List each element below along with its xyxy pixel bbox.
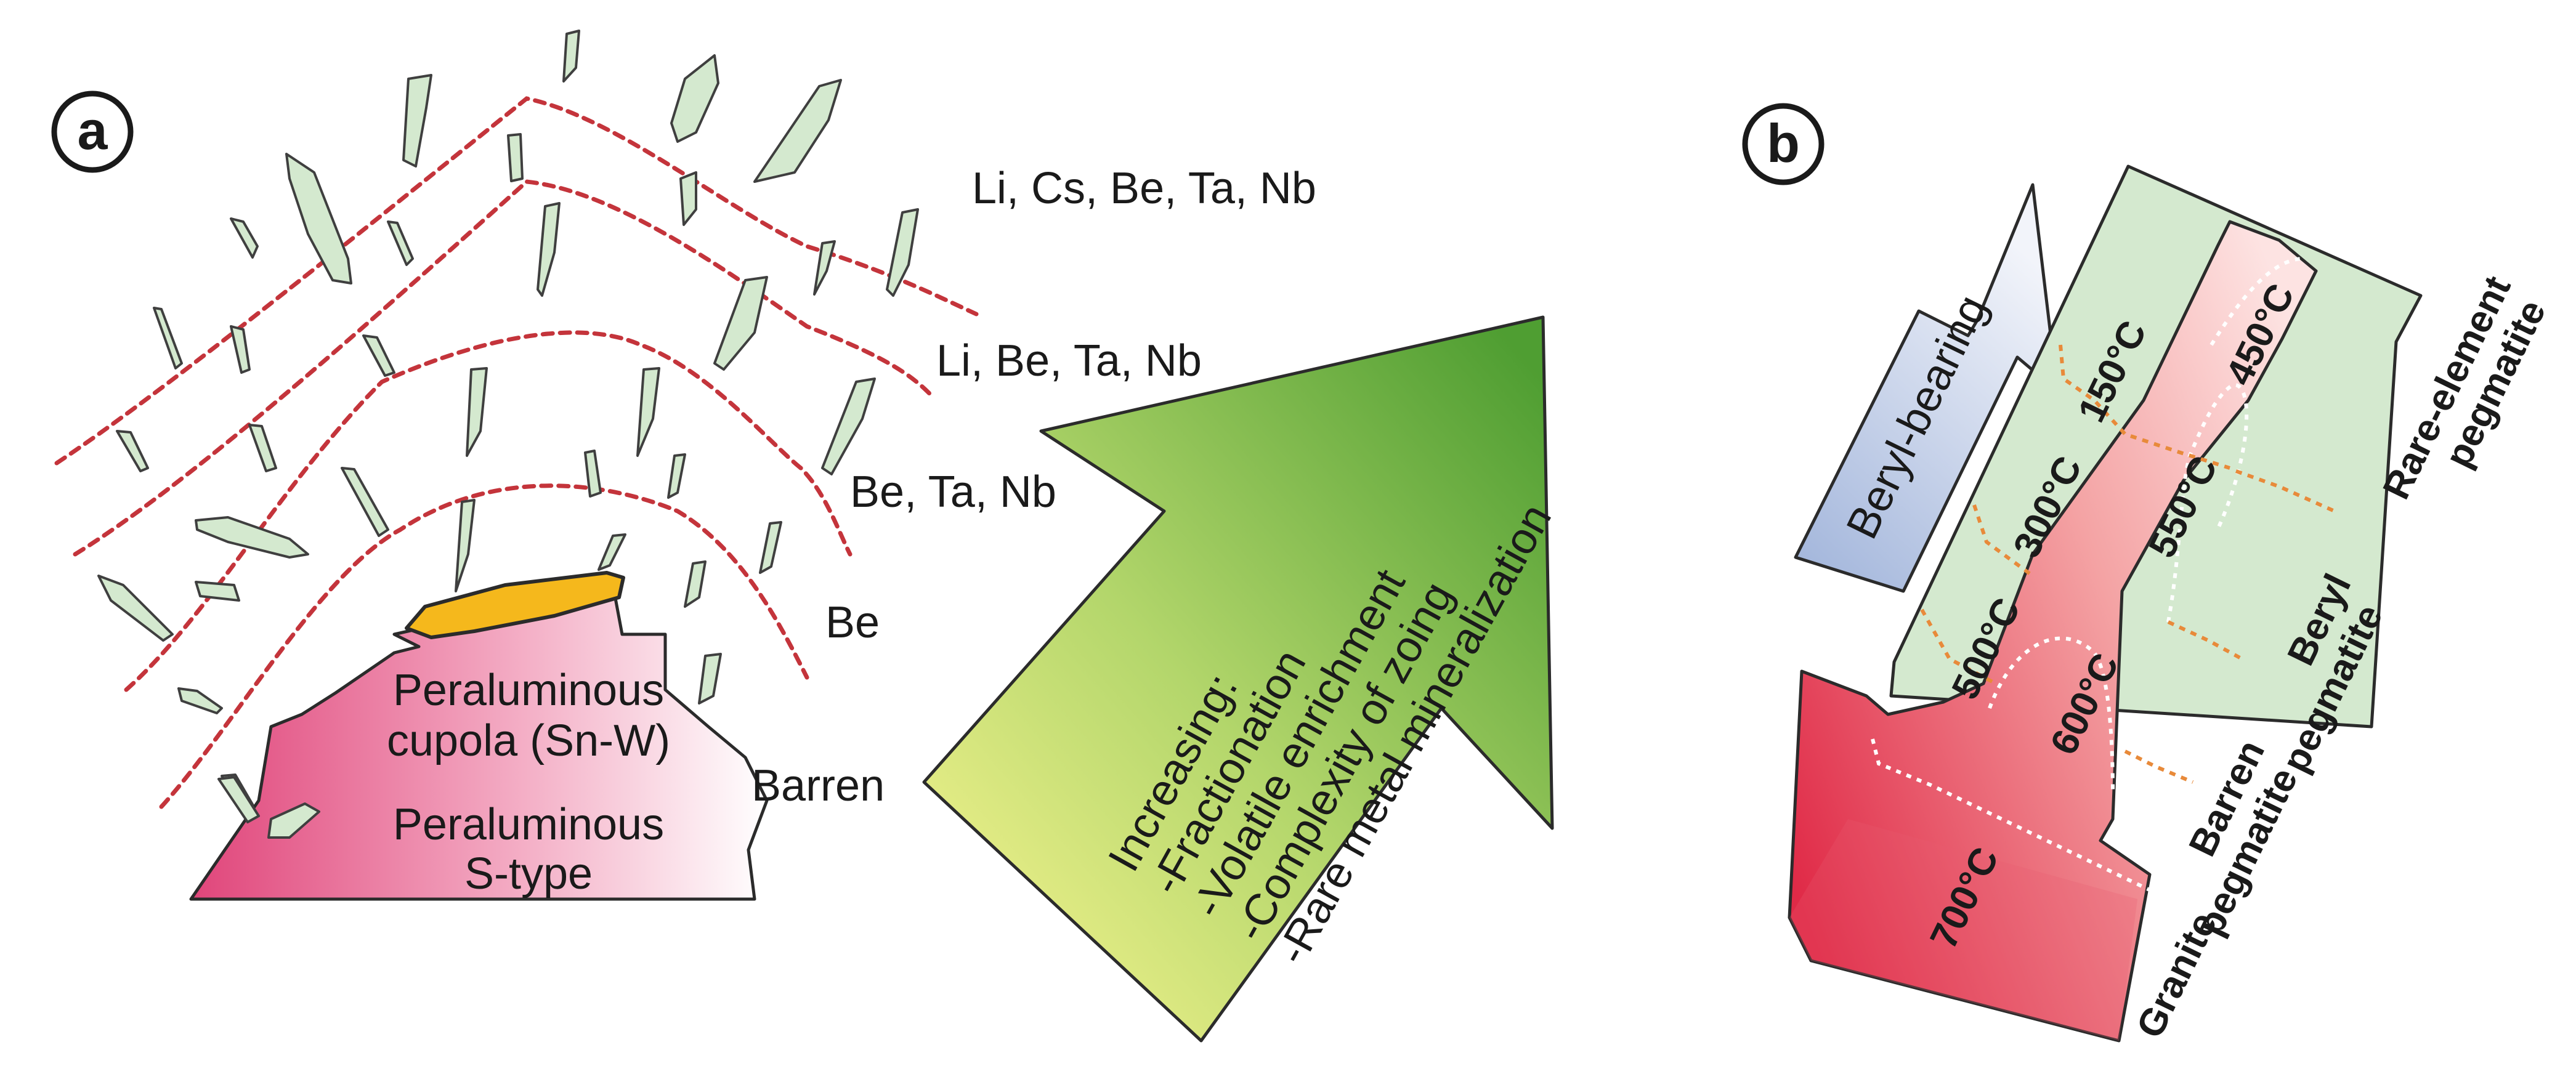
pluton-label-line2: S-type: [464, 849, 593, 898]
dike: [455, 499, 476, 592]
dike: [217, 776, 260, 823]
badge-circle: [1742, 103, 1825, 185]
trend-arrow-shape: [922, 315, 1554, 1043]
panel-a-badge: a: [51, 91, 134, 173]
badge-letter: a: [78, 100, 108, 161]
isotherm-line: [1972, 504, 2034, 578]
dike: [402, 74, 432, 168]
dike: [97, 575, 174, 642]
zone-labels: Li, Cs, Be, Ta, Nb Li, Be, Ta, Nb Be, Ta…: [751, 164, 1316, 810]
dike: [153, 307, 183, 369]
dike: [177, 687, 223, 714]
panel-b: b Beryl-bearing 150°C 300°C: [1742, 103, 2554, 1044]
granite-zone: [1788, 220, 2318, 1043]
dike: [886, 208, 919, 297]
dike: [713, 276, 768, 371]
dike: [698, 653, 722, 705]
dike: [759, 521, 782, 574]
dike: [670, 54, 719, 143]
dike: [362, 334, 395, 377]
dike: [341, 467, 389, 537]
dike: [195, 581, 240, 602]
cupola-label-line2: cupola (Sn-W): [387, 716, 670, 765]
isotherm-line: [1920, 608, 1997, 685]
dike: [507, 133, 524, 182]
isotherm-line: [2059, 344, 2230, 470]
dike: [116, 430, 149, 472]
isotherm-line: [2167, 620, 2243, 661]
zone-block: [1788, 164, 2423, 1043]
pluton-labels: Peraluminous cupola (Sn-W) Peraluminous …: [387, 666, 670, 898]
zone-label-outer: Li, Cs, Be, Ta, Nb: [972, 164, 1316, 213]
isotherm-line: [2124, 749, 2194, 784]
isotherm-line: [2235, 469, 2336, 513]
dike: [248, 424, 277, 472]
beryl-bearing-arrow-shape: [1794, 183, 2059, 593]
isotherm-line: [2166, 382, 2249, 623]
dike: [813, 240, 836, 296]
dike: [230, 325, 251, 374]
cupola-label-line1: Peraluminous: [393, 666, 664, 715]
dike: [667, 453, 686, 499]
zone-label-second: Li, Be, Ta, Nb: [936, 336, 1202, 386]
dike: [753, 79, 842, 183]
second-zone-boundary: [73, 179, 933, 557]
s-type-pluton: [189, 583, 769, 901]
dike: [267, 802, 320, 839]
dike: [636, 367, 660, 457]
badge-letter: b: [1767, 113, 1800, 174]
dike: [466, 367, 488, 457]
isotherms: [1871, 257, 2336, 895]
dike: [597, 533, 626, 571]
dike: [537, 202, 561, 297]
badge-circle: [51, 91, 134, 173]
isotherm-line: [1988, 636, 2115, 795]
panel-b-badge: b: [1742, 103, 1825, 185]
dike: [387, 220, 414, 266]
pluton: [189, 571, 769, 901]
dike: [684, 560, 707, 608]
zone-label-barren: Barren: [751, 761, 885, 810]
pegmatite-dikes: [97, 30, 919, 838]
cupola-cap: [405, 571, 625, 639]
dike: [679, 171, 697, 226]
dike: [230, 217, 259, 259]
dike: [821, 378, 876, 475]
dike: [584, 450, 602, 498]
granite-base: [1789, 819, 2137, 1041]
panel-a: a: [51, 30, 1561, 1043]
dike: [195, 516, 309, 559]
pluton-label-line1: Peraluminous: [393, 800, 664, 849]
dike: [285, 153, 352, 285]
outer-zone-boundary: [54, 96, 979, 466]
inner-zone-boundary: [159, 483, 809, 809]
zone-label-inner: Be: [825, 598, 880, 647]
trend-arrow: Increasing: -Fractionation -Volatile enr…: [922, 315, 1561, 1043]
isotherm-line: [1871, 738, 2157, 895]
zone-label-third: Be, Ta, Nb: [850, 467, 1056, 517]
dike: [562, 30, 580, 83]
